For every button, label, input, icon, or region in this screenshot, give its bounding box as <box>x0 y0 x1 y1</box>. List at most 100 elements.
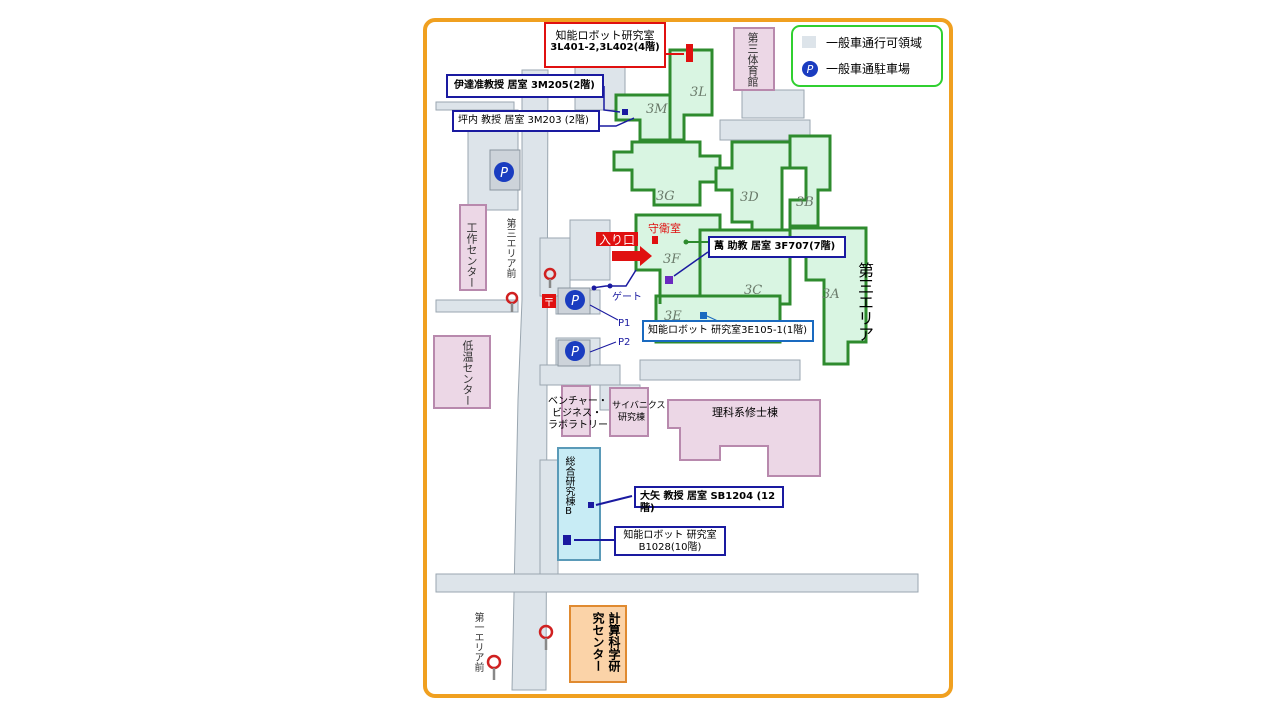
label-3m: 3M <box>646 102 668 117</box>
building-workshop <box>459 204 487 291</box>
lab-b-marker <box>563 535 571 545</box>
label-sogo-b: 総合研究棟B <box>563 456 574 517</box>
parking-icons: P P P <box>494 162 585 361</box>
post-office-icon <box>542 294 556 308</box>
label-3g: 3G <box>656 189 675 204</box>
callout-lab-b: 知能ロボット 研究室 B1028(10階) <box>614 526 726 556</box>
callout-lab-3e: 知能ロボット 研究室3E105-1(1階) <box>642 320 814 342</box>
callout-oya: 大矢 教授 居室 SB1204 (12階) <box>634 486 784 514</box>
parking-icon-p1-symbol: P <box>571 294 579 309</box>
road-small-block <box>539 237 571 297</box>
building-gym <box>733 27 775 91</box>
label-3d: 3D <box>740 190 759 205</box>
main-vertical-road <box>511 69 549 691</box>
post-office-symbol: 〒 <box>544 296 555 309</box>
oya-office-marker <box>588 502 594 508</box>
label-3l: 3L <box>690 85 707 100</box>
oya-leader <box>595 495 633 506</box>
guard-label: 守衛室 <box>648 221 681 235</box>
building-3m <box>614 93 672 142</box>
building-3b <box>788 134 832 228</box>
road-3f-front <box>569 219 611 281</box>
label-3c: 3C <box>744 283 762 298</box>
gate-label: ゲート <box>612 291 642 303</box>
label-cybernics-1: サイバニクス <box>612 400 666 411</box>
building-compsci <box>569 605 627 683</box>
label-area3: 第三エリア <box>855 262 874 342</box>
gate-dot-1 <box>591 285 597 291</box>
label-3b: 3B <box>796 195 814 210</box>
legend-parking-symbol: P <box>807 63 814 76</box>
building-venture <box>561 385 591 437</box>
road-upper-right <box>719 119 811 141</box>
road-top-left <box>435 101 515 111</box>
road-south <box>539 459 559 575</box>
lab-3l-marker <box>686 44 693 62</box>
building-labels: 3L 3M 3G 3D 3B 3F 3C 3A 3E <box>646 85 840 324</box>
building-3g <box>612 140 722 207</box>
callout-lab-b-line2: B1028(10階) <box>638 542 702 553</box>
callout-lab-3l-line2: 3L401-2,3L402(4階) <box>550 42 660 53</box>
callout-lab-b-line1: 知能ロボット 研究室 <box>623 530 717 541</box>
building-science-grad <box>667 399 821 477</box>
legend-road-swatch <box>802 36 816 48</box>
date-office-marker <box>622 109 628 115</box>
gate-path <box>591 269 637 289</box>
parking-icon-top <box>494 162 514 182</box>
label-venture-3: ラボラトリー <box>548 419 608 431</box>
callout-oya-text: 大矢 教授 居室 SB1204 (12階) <box>640 491 776 514</box>
label-science-grad: 理科系修士棟 <box>712 405 778 419</box>
green-path-dot <box>683 239 689 245</box>
callout-tsubouchi: 坪内 教授 居室 3M203 (2階) <box>452 110 600 132</box>
label-area1-front: 第一エリア前 <box>472 612 483 672</box>
callout-tsubouchi-text: 坪内 教授 居室 3M203 (2階) <box>458 115 589 126</box>
p1-leader <box>589 304 619 321</box>
callout-lab-3e-text: 知能ロボット 研究室3E105-1(1階) <box>648 325 808 336</box>
bottom-horizontal-road <box>435 573 919 593</box>
callout-lab-3l-line1: 知能ロボット研究室 <box>555 29 655 42</box>
area3-buildings <box>612 48 868 366</box>
label-compsci-text: 計算科学研究センター <box>591 612 621 672</box>
guard-marker <box>652 236 658 244</box>
entrance-label: 入り口 <box>599 233 635 247</box>
label-cybernics-2: 研究棟 <box>618 411 645 423</box>
callout-lab-3l: 知能ロボット研究室 3L401-2,3L402(4階) <box>544 22 666 68</box>
p1-label: P1 <box>618 318 630 329</box>
entrance-arrow-icon <box>612 246 652 266</box>
label-venture-1: ベンチャー・ <box>548 395 608 407</box>
entrance-badge <box>596 232 638 246</box>
parking-icon-p2-symbol: P <box>571 345 579 360</box>
building-lowtemp <box>433 335 491 409</box>
p2-label: P2 <box>618 337 630 348</box>
label-lowtemp: 低温センター <box>461 340 474 406</box>
road-lower-right <box>639 359 801 381</box>
label-venture-2: ビジネス・ <box>552 407 602 419</box>
label-compsci: 計算科学研究センター <box>576 612 622 680</box>
manabe-office-marker <box>665 276 673 284</box>
parking-icon-p2 <box>565 341 585 361</box>
manabe-leader <box>673 251 709 277</box>
legend-parking-label: 一般車通駐車場 <box>826 61 910 76</box>
callout-date: 伊達准教授 居室 3M205(2階) <box>446 74 604 98</box>
road-left-mid <box>435 299 519 313</box>
bus-stop-icon-4 <box>486 654 502 680</box>
callout-manabe-text: 萬 助教 居室 3F707(7階) <box>714 241 836 252</box>
parking-icon-top-symbol: P <box>500 166 508 181</box>
road-cross-1 <box>539 364 621 386</box>
bus-stop-icon-2 <box>543 267 557 288</box>
legend-frame <box>791 25 943 87</box>
legend-road-label: 一般車通行可領域 <box>826 35 922 50</box>
road-east <box>741 89 805 119</box>
bus-stop-pins <box>486 267 557 680</box>
legend-parking-icon <box>802 61 818 77</box>
bus-stop-icon-1 <box>505 291 519 312</box>
building-cybernics <box>609 387 649 437</box>
callout-manabe: 萬 助教 居室 3F707(7階) <box>708 236 846 258</box>
label-workshop: 工作センター <box>465 222 478 288</box>
gate-dot-2 <box>607 283 613 289</box>
label-3a: 3A <box>822 287 840 302</box>
callout-date-text: 伊達准教授 居室 3M205(2階) <box>454 80 595 91</box>
lab-3e-marker <box>700 312 707 319</box>
bus-stop-icon-3 <box>538 624 554 650</box>
